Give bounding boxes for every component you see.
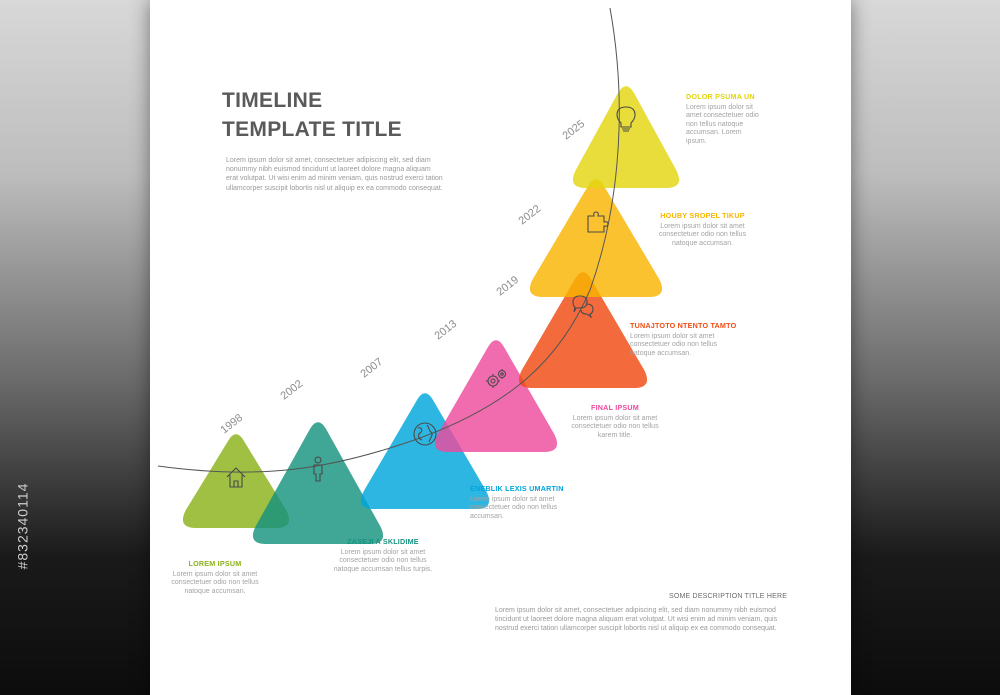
description-title: SOME DESCRIPTION TITLE HERE <box>669 593 788 600</box>
year-label-2007: 2007 <box>358 356 385 381</box>
title-line-1: TIMELINE <box>222 89 323 112</box>
milestone-title: ENEBLIK LEXIS UMARTIN <box>470 484 564 493</box>
milestone-title: DOLOR PSUMA UN <box>686 92 755 101</box>
year-label-2013: 2013 <box>432 318 459 343</box>
lightbulb-icon <box>616 106 636 132</box>
milestone-triangle-2019 <box>518 272 648 388</box>
intro-paragraph: Lorem ipsum dolor sit amet, consectetuer… <box>226 157 443 192</box>
title-line-2: TEMPLATE TITLE <box>222 118 402 141</box>
milestone-text: Lorem ipsum dolor sit amet consectetuer … <box>630 332 718 357</box>
puzzle-icon <box>587 211 609 233</box>
milestone-label-1998: LOREM IPSUM Lorem ipsum dolor sit amet co… <box>160 559 270 596</box>
description-paragraph: Lorem ipsum dolor sit amet, consectetuer… <box>495 607 778 633</box>
year-label-2025: 2025 <box>560 118 587 143</box>
milestone-triangle-2002 <box>252 422 384 544</box>
year-label-1998: 1998 <box>218 412 245 437</box>
speech-bubbles-icon <box>572 295 594 319</box>
milestone-text: Lorem ipsum dolor sit amet consectetuer … <box>333 548 433 573</box>
milestone-text: Lorem ipsum dolor sit amet consectetuer … <box>470 495 558 520</box>
milestone-text: Lorem ipsum dolor sit amet consectetuer … <box>171 570 259 595</box>
year-label-2019: 2019 <box>494 274 521 299</box>
milestone-title: FINAL IPSUM <box>591 403 639 412</box>
milestone-label-2022: HOUBY SROPEL TIKUP Lorem ipsum dolor sit … <box>650 211 755 248</box>
milestone-title: ZASEJI A SKLIDIME <box>347 537 419 546</box>
milestone-icons <box>226 106 636 488</box>
milestone-triangle-2007 <box>360 393 490 509</box>
page-title: TIMELINE TEMPLATE TITLE <box>222 86 402 144</box>
milestone-text: Lorem ipsum dolor sit amet consectetuer … <box>571 414 659 439</box>
milestone-title: TUNAJTOTO NTENTO TAMTO <box>630 321 737 330</box>
milestone-triangles <box>182 86 680 544</box>
milestone-title: LOREM IPSUM <box>188 559 242 568</box>
milestone-label-2013: FINAL IPSUM Lorem ipsum dolor sit amet co… <box>565 403 665 440</box>
person-icon <box>313 456 323 482</box>
year-label-2002: 2002 <box>278 378 305 403</box>
gears-icon <box>486 369 507 388</box>
milestone-title: HOUBY SROPEL TIKUP <box>660 211 745 220</box>
house-icon <box>226 467 246 488</box>
timeline-curve <box>157 7 620 473</box>
year-label-2022: 2022 <box>516 203 543 228</box>
milestone-triangle-2025 <box>572 86 680 188</box>
milestone-label-2002: ZASEJI A SKLIDIME Lorem ipsum dolor sit a… <box>333 537 433 574</box>
milestone-label-2025: DOLOR PSUMA UN Lorem ipsum dolor sit amet… <box>686 92 761 147</box>
milestone-text: Lorem ipsum dolor sit amet consectetuer … <box>658 222 747 247</box>
milestone-label-2007: ENEBLIK LEXIS UMARTIN Lorem ipsum dolor s… <box>470 484 565 521</box>
year-labels: 1998 2002 2007 2013 2019 2022 2025 <box>218 118 587 437</box>
milestone-triangle-2022 <box>529 179 663 297</box>
globe-icon <box>413 422 437 446</box>
milestone-text: Lorem ipsum dolor sit amet consectetuer … <box>686 103 759 145</box>
milestone-label-2019: TUNAJTOTO NTENTO TAMTO Lorem ipsum dolor … <box>630 321 740 358</box>
milestone-triangle-2013 <box>434 340 558 452</box>
